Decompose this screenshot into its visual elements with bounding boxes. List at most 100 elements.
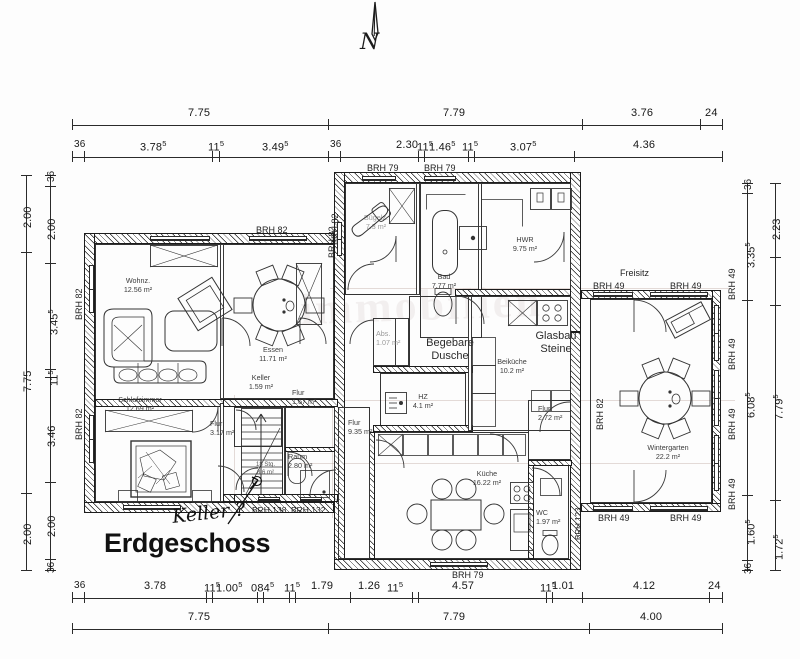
furniture-coffee-table: [164, 310, 218, 352]
dim-right-2-23: 2.23: [771, 218, 783, 240]
room-label-wc: WC 1.97 m²: [536, 508, 572, 526]
room-label-wintergarten: Wintergarten 22.2 m²: [637, 443, 699, 461]
room-name: WC: [536, 508, 548, 517]
dim-line-top-outer: [72, 125, 722, 126]
faint-guide-line-h3: [300, 463, 720, 464]
dim-tick: [424, 151, 425, 162]
dim-tick: [418, 592, 419, 603]
furniture-wardrobe: [104, 409, 194, 433]
dim-tick: [219, 151, 220, 162]
room-label-flur-935: Flur 9.35 m²: [348, 418, 388, 436]
brh-label-wg-right-c: BRH 49: [727, 408, 737, 440]
brh-label-wg-right-d: BRH 49: [727, 478, 737, 510]
wall-interior-schlaf-flur: [220, 403, 224, 502]
dim-bot1-084: 084: [251, 582, 270, 595]
dim-tick: [212, 592, 213, 603]
room-name: Flur: [348, 418, 361, 427]
dim-sup: 5: [269, 580, 275, 589]
faint-guide-line-h2: [330, 288, 730, 289]
dim-sup: 5: [162, 139, 167, 148]
dim-tick: [45, 559, 56, 560]
brh-label-core-top-a: BRH 79: [367, 163, 399, 173]
dim-bot2-400: 4.00: [640, 611, 663, 623]
dim-tick: [742, 300, 753, 301]
stairs-label: 18 Stg. 8.6 m²: [256, 462, 275, 477]
dim-right-36-a: 36: [743, 178, 754, 190]
dim-tick: [468, 151, 469, 162]
abs-shelving: [395, 318, 409, 366]
room-area: 9.35 m²: [348, 427, 373, 436]
furniture-dining-table-essen: [232, 262, 326, 348]
dim-sup: 5: [295, 580, 301, 589]
dim-tick: [257, 592, 258, 603]
dim-bot1-11b: 11: [284, 582, 296, 595]
window-bottom-kueche: [430, 562, 488, 567]
dim-tick: [328, 623, 329, 634]
note-line-1: Glasbau: [535, 330, 577, 342]
room-area: 7.3 m²: [365, 222, 387, 231]
dim-top2-11c: 11: [462, 141, 474, 154]
room-name: Abs.: [376, 329, 391, 338]
note-line-2: Steine: [540, 343, 572, 356]
room-label-keller: Keller 1.59 m²: [240, 373, 282, 391]
room-area: 1.07 m²: [376, 338, 401, 347]
dim-top2-11a: 11: [208, 141, 220, 154]
dim-tick: [45, 377, 56, 378]
room-area: 12.56 m²: [123, 285, 153, 294]
window-wg-top-b: [650, 292, 708, 297]
dim-tick: [212, 151, 213, 162]
dim-top-24: 24: [705, 107, 718, 119]
room-label-kueche: Küche 16.22 m²: [462, 469, 512, 487]
window-wg-top-a: [593, 292, 633, 297]
dim-sup: 5: [46, 309, 55, 314]
faint-guide-line-v: [234, 395, 235, 515]
window-left-schlaf: [89, 415, 94, 463]
dim-right-1-72: 1.72: [773, 538, 786, 560]
dim-tick: [722, 119, 723, 130]
dim-bot1-378: 3.78: [144, 580, 167, 592]
room-area: 12.69 m²: [125, 404, 155, 413]
furniture-shower-raum: [300, 470, 330, 498]
faint-guide-line-v2: [332, 398, 333, 518]
window-core-left: [337, 222, 342, 256]
dim-tick: [45, 263, 56, 264]
dim-tick: [770, 500, 781, 501]
brh-label-left-upper: BRH 82: [74, 288, 84, 320]
dim-tick: [770, 570, 781, 571]
dim-tick: [45, 570, 56, 571]
room-name: Essen: [263, 345, 283, 354]
window-wg-right-a: [714, 305, 719, 361]
dim-sup: 5: [46, 370, 55, 375]
dim-tick: [45, 186, 56, 187]
room-name: Schlafzimmer: [118, 395, 162, 404]
dim-tick: [418, 151, 419, 162]
note-line-2: Dusche: [431, 350, 469, 363]
furniture-toilet-bad: [432, 288, 454, 318]
dim-sup: 5: [771, 394, 780, 399]
brh-label-138: BRH 138: [252, 505, 287, 515]
dim-tick: [340, 151, 341, 162]
dim-top2-36a: 36: [74, 139, 86, 150]
dim-tick: [474, 151, 475, 162]
dim-bot2-775: 7.75: [188, 611, 211, 623]
dim-left-11: 11: [48, 374, 61, 386]
brh-label-wg-right-a: BRH 49: [727, 268, 737, 300]
room-name: Küche: [476, 469, 498, 478]
room-label-buegelzimmer: Bügelz. 7.3 m²: [355, 213, 397, 231]
dim-line-left-outer: [26, 175, 27, 570]
dim-left-7-75: 7.75: [22, 370, 34, 392]
brh-label-top-left-wing: BRH 82: [256, 225, 288, 235]
dim-sup: 5: [238, 580, 243, 589]
dim-tick: [21, 252, 32, 253]
dim-line-right-inner: [747, 183, 748, 570]
dim-tick: [263, 592, 264, 603]
room-name: Keller: [251, 373, 271, 382]
dim-tick: [72, 119, 73, 130]
room-area: 3.17 m²: [210, 428, 235, 437]
dim-line-bottom-outer: [72, 629, 722, 630]
room-area: 1.59 m²: [248, 382, 274, 391]
dim-sup: 5: [551, 580, 557, 589]
dim-top2-36b: 36: [330, 139, 342, 150]
window-top-bad: [424, 176, 456, 181]
